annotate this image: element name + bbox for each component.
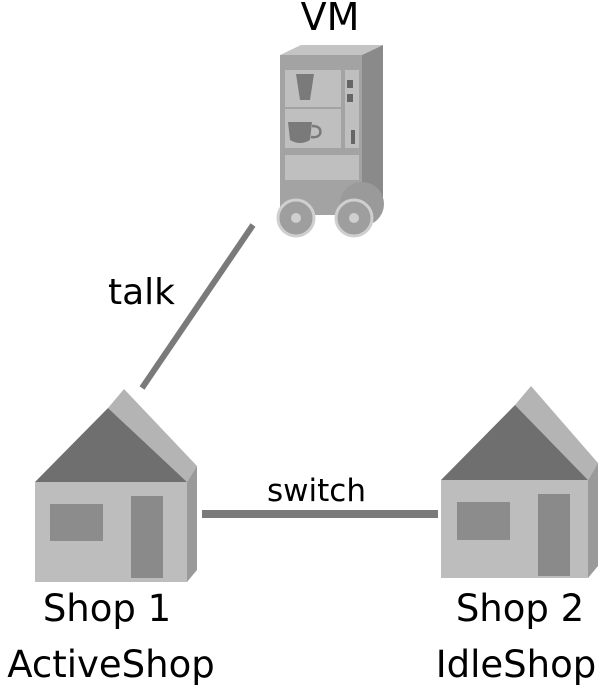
- edge-vm-shop1: [139, 223, 256, 390]
- shop2-node: Shop 2 IdleShop: [436, 386, 598, 686]
- house-icon: [441, 386, 598, 578]
- vending-machine-icon: [276, 45, 384, 238]
- shop1-role: ActiveShop: [7, 643, 215, 686]
- shop2-role: IdleShop: [436, 643, 597, 686]
- shop2-name: Shop 2: [456, 587, 584, 630]
- house-icon: [35, 389, 197, 582]
- vm-node: VM: [276, 0, 384, 238]
- edge-label-switch: switch: [267, 473, 366, 509]
- shop1-name: Shop 1: [43, 587, 171, 630]
- vm-label: VM: [301, 0, 360, 39]
- shop1-node: Shop 1 ActiveShop: [7, 389, 215, 686]
- edge-label-talk: talk: [108, 272, 175, 313]
